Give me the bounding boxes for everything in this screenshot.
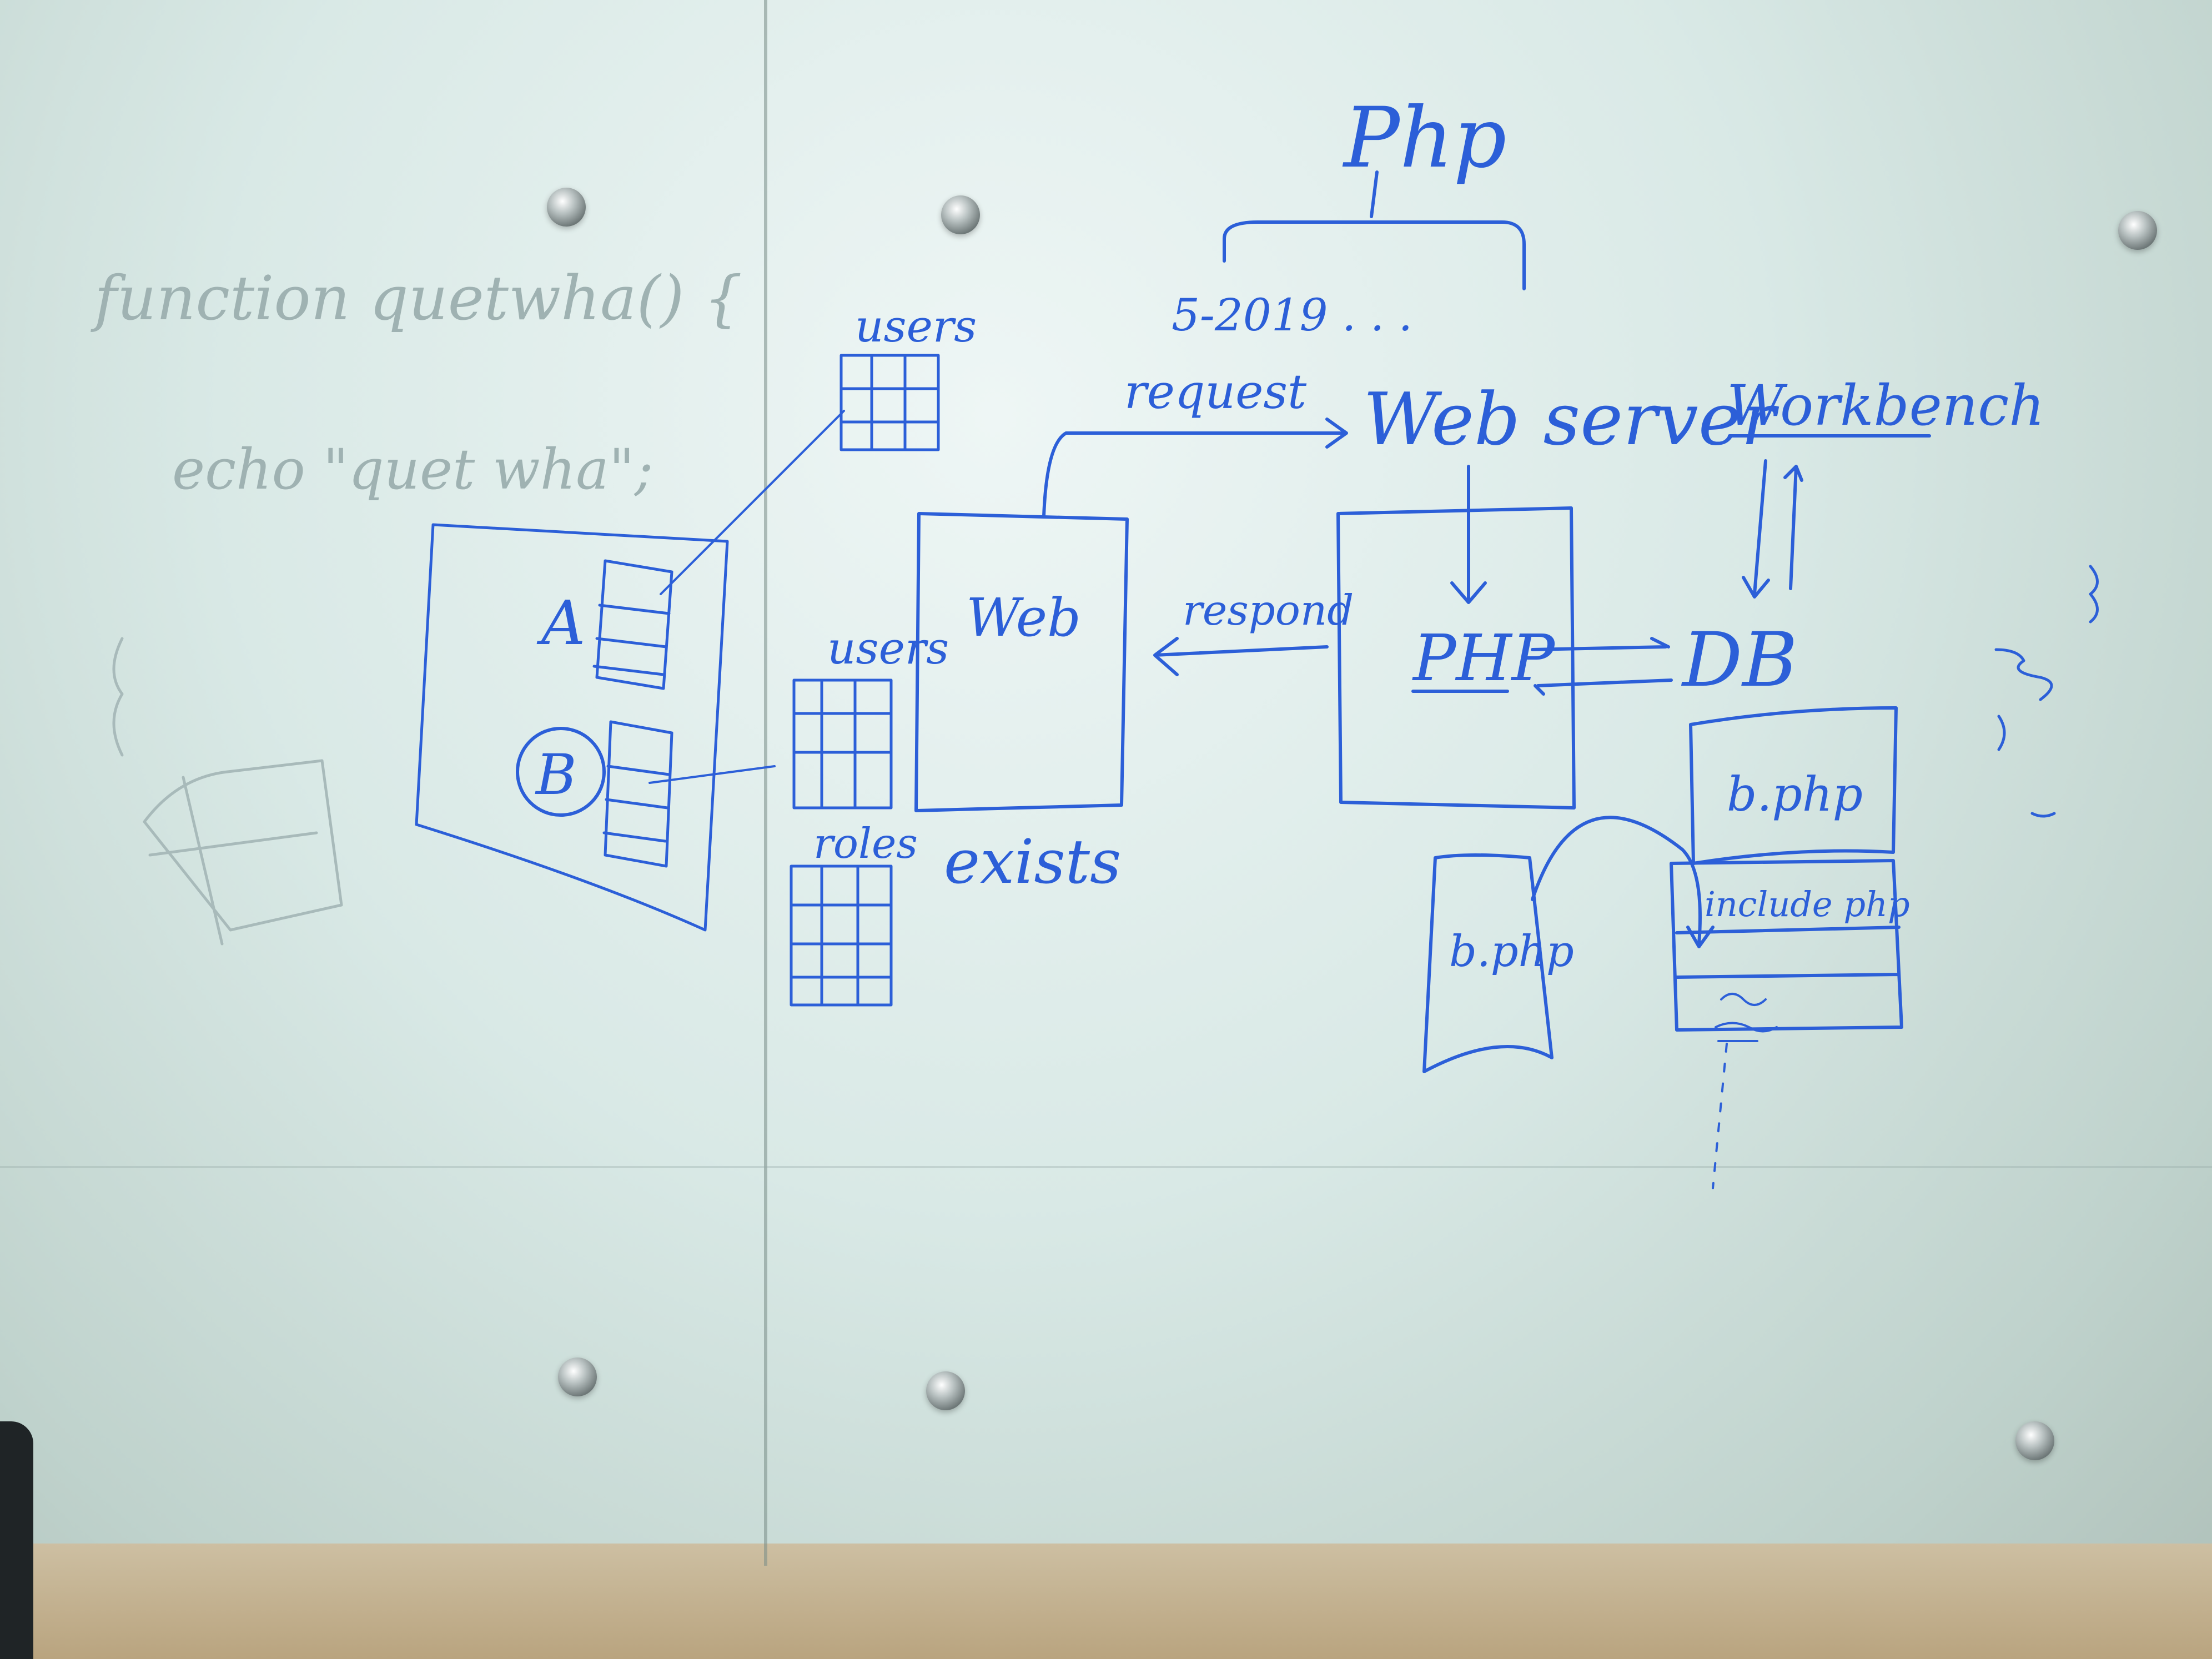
label-b: B	[535, 742, 577, 807]
users-table-top	[839, 354, 940, 451]
stack-b	[602, 720, 673, 868]
web-server-label: Web server	[1363, 377, 1779, 461]
bphp-label-right: b.php	[1727, 767, 1863, 822]
include-curve-arrow	[1531, 816, 1715, 948]
label-a: A	[536, 587, 585, 658]
faint-function-text: function quetwha() {	[91, 263, 742, 334]
users-table-mid	[792, 678, 893, 810]
board-seam-horizontal	[0, 1166, 2212, 1168]
faint-brace	[112, 637, 124, 757]
workbench-label: Workbench	[1727, 373, 2045, 438]
roles-table	[790, 864, 893, 1007]
circle-b	[516, 727, 606, 817]
faint-table-sketch	[143, 759, 343, 946]
users-label-top: users	[855, 300, 977, 352]
dark-object	[0, 1421, 33, 1659]
right-squiggles	[1994, 565, 2099, 818]
mount-bolt	[2118, 211, 2157, 250]
server-to-php-arrow	[1450, 465, 1487, 604]
include-php-label: include php	[1705, 884, 1910, 924]
php-label: PHP	[1412, 621, 1556, 696]
request-arrow	[1042, 418, 1348, 518]
web-box-label: Web	[966, 587, 1081, 648]
version-label: 5-2019 . . .	[1172, 289, 1412, 341]
dashed-continuation	[1712, 1043, 1728, 1189]
mount-bolt	[941, 195, 980, 234]
mount-bolt	[547, 188, 586, 227]
mount-bolt	[2015, 1421, 2054, 1460]
respond-label: respond	[1183, 586, 1354, 635]
php-title: Php	[1342, 90, 1507, 187]
bphp-label-left: b.php	[1449, 927, 1574, 977]
request-label: request	[1124, 365, 1307, 420]
include-box	[1670, 859, 1903, 1032]
php-db-arrows	[1531, 637, 1673, 696]
respond-arrow	[1153, 637, 1329, 676]
stack-a	[592, 559, 673, 690]
link-line-a	[660, 410, 845, 595]
web-box	[914, 512, 1129, 812]
bphp-page-left	[1422, 853, 1554, 1073]
exists-label: exists	[944, 826, 1121, 897]
page-outline	[415, 523, 729, 932]
workbench-db-arrows	[1742, 459, 1803, 599]
faint-echo-text: echo "quet wha";	[172, 437, 653, 502]
db-label: DB	[1681, 616, 1797, 703]
mount-bolt	[926, 1371, 965, 1410]
roles-label: roles	[813, 819, 918, 868]
include-scribble	[1715, 993, 1778, 1042]
users-label-mid: users	[827, 622, 949, 674]
bphp-page-right	[1689, 706, 1898, 865]
php-box	[1336, 506, 1576, 810]
php-brace	[1223, 170, 1526, 290]
mount-bolt	[558, 1358, 597, 1396]
board-seam-vertical	[764, 0, 767, 1566]
link-line-b	[648, 765, 776, 784]
wall-ledge	[0, 1544, 2212, 1659]
